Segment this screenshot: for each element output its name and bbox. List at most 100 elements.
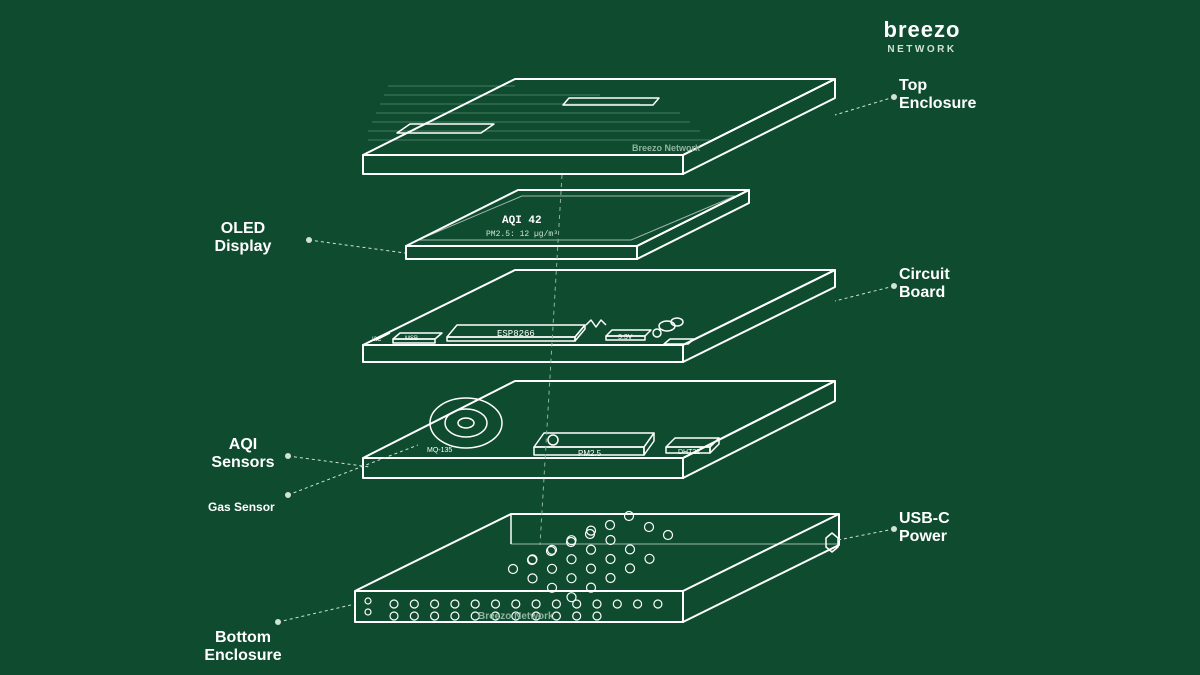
vent-hole [545,545,557,557]
vent-hole [430,599,440,609]
vent-hole [624,544,636,555]
vent-hole [623,510,635,522]
vent-hole [566,573,577,584]
top-enclosure-window [562,97,660,106]
vent-hole [527,573,538,584]
top-enclosure-dot [891,94,897,100]
vent-hole [592,611,602,621]
label-circuit-board-line2: Board [899,284,946,301]
vent-hole [632,599,643,609]
bottom-enclosure-layer: Breezo Network [354,510,840,623]
vent-hole [612,599,622,609]
vent-hole [566,554,577,565]
vent-hole [585,582,597,593]
assembly-axis [539,174,563,546]
vent-hole [572,599,582,609]
oled-screen-area [417,195,736,241]
vent-hole [566,592,577,603]
vent-hole [450,611,460,621]
vent-hole [572,611,582,621]
pm25-sensor-port [547,434,559,446]
label-bottom-enclosure-line1: Bottom [215,629,271,646]
label-top-enclosure-line1: Top [899,77,928,94]
vent-hole [644,553,655,564]
oled-display-layer: AQI 42 PM2.5: 12 µg/m³ [405,189,750,260]
vent-holes [364,510,674,621]
vent-hole [546,582,558,593]
vent-hole [511,599,521,609]
label-oled-display-line2: Display [214,238,272,255]
leader-dots [275,94,897,625]
vent-hole [511,611,521,621]
vent-hole [662,529,674,541]
board-header-pin [375,332,391,341]
circuit-board-layer: ESP8266 3.3V I2C MSB [362,269,836,363]
leader-lines [277,96,895,623]
label-bottom-enclosure: Bottom Enclosure [193,629,293,665]
vent-hole [551,611,562,621]
brand-name: breezo [883,17,961,42]
vent-hole [490,611,501,621]
vent-hole [531,599,541,609]
vent-hole [624,563,636,574]
vent-hole [470,611,480,621]
vent-hole [546,563,558,574]
pm25-label: PM2.5 [578,449,602,458]
top-enclosure-slot [396,123,495,134]
label-usb-c-power-line1: USB-C [899,510,950,527]
esp8266-label: ESP8266 [497,329,535,339]
vent-hole [605,572,616,584]
vent-hole [584,528,596,540]
label-bottom-enclosure-line2: Enclosure [204,647,282,664]
vent-hole [389,611,399,621]
gas-sensor-ring [444,408,488,438]
board-module-label: MSB [405,336,418,342]
label-aqi-sensors-line2: Sensors [211,454,275,471]
circuit-board-dot [891,283,897,289]
board-connector [663,338,695,345]
vent-hole [565,536,577,548]
bottom-enclosure-engraving: Breezo Network [478,611,554,622]
dht22-label: DHT22 [678,449,700,456]
usb-c-port [825,532,839,553]
board-led [652,328,662,338]
vent-hole [605,534,616,546]
oled-display-dot [306,237,312,243]
vent-hole [585,563,597,574]
usb-c-power-dot [891,526,897,532]
label-gas-sensor: Gas Sensor [208,500,275,514]
vent-hole [604,519,616,531]
oled-pm-reading: PM2.5: 12 µg/m³ [486,230,558,239]
board-header-label: I2C [372,337,382,343]
vent-hole [551,599,562,609]
vent-hole [409,611,419,621]
label-aqi-sensors-line1: AQI [228,436,258,453]
vent-hole [389,599,399,609]
vent-hole [409,599,419,609]
top-enclosure-hatching [368,85,710,141]
label-usb-c-power: USB-C Power [899,510,950,546]
vent-hole [653,599,663,609]
vent-hole [531,611,541,621]
vent-hole [643,521,655,533]
top-enclosure-engraving: Breezo Network [632,143,701,153]
vent-hole [430,611,440,621]
vent-hole [490,599,501,609]
aqi-sensors-layer: MQ-135 PM2.5 DHT22 [362,380,836,479]
board-capacitor-2 [670,317,684,327]
vent-hole [592,599,602,609]
vent-hole [364,597,372,605]
brand-logo: breezo NETWORK [862,17,982,57]
vent-hole [585,544,597,555]
top-enclosure-layer: Breezo Network [362,78,836,175]
regulator-label: 3.3V [618,334,633,341]
board-capacitor-1 [658,320,676,332]
vent-hole [546,544,558,555]
vent-hole [450,599,460,609]
label-oled-display-line1: OLED [220,220,266,237]
gas-sensor-dot [285,492,291,498]
label-aqi-sensors: AQI Sensors [200,436,286,472]
oled-aqi-reading: AQI 42 [502,215,542,227]
gas-sensor-outer [429,397,503,449]
